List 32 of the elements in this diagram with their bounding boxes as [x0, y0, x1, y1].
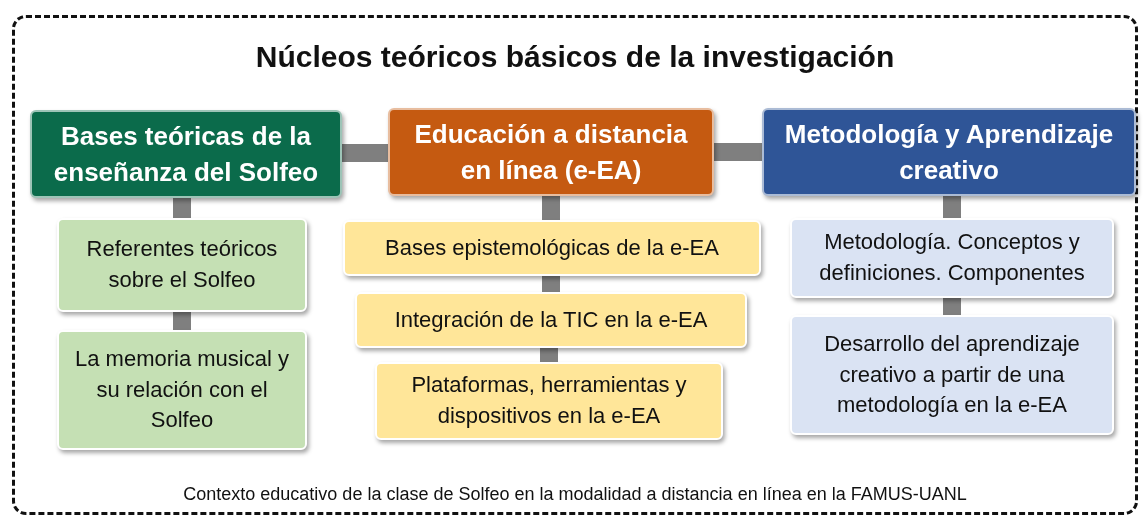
- header-box: [30, 110, 342, 198]
- connector-bar: [540, 348, 558, 362]
- connector-bar: [943, 298, 961, 315]
- box-text: Referentes teóricos sobre el Solfeo: [85, 235, 279, 294]
- connector-bar: [542, 276, 560, 292]
- context-note: Contexto educativo de la clase de Solfeo en la modalidad a distancia en línea en la FAMUS-UANL: [182, 484, 968, 505]
- dashed-frame: [12, 15, 1138, 515]
- box-text: Bases teóricas de la enseñanza del Solfeo: [52, 119, 320, 189]
- header-box: [762, 108, 1136, 196]
- box-text: Metodología y Aprendizaje creativo: [783, 117, 1115, 187]
- header-box: [388, 108, 714, 196]
- connector-bar: [714, 143, 762, 161]
- topic-box: [375, 362, 723, 440]
- box-text: Desarrollo del aprendizaje creativo a partir de una metodología en la e-EA: [823, 329, 1081, 420]
- topic-box: [790, 218, 1114, 298]
- topic-box: [355, 292, 747, 348]
- connector-bar: [943, 196, 961, 218]
- connector-bar: [342, 144, 388, 162]
- box-text: Educación a distancia en línea (e-EA): [413, 117, 689, 187]
- box-text: Plataformas, herramientas y dispositivos en la e-EA: [410, 371, 688, 430]
- topic-box: [57, 330, 307, 450]
- connector-bar: [542, 196, 560, 220]
- diagram-heading: Núcleos teóricos básicos de la investigación: [254, 40, 896, 74]
- box-text: Integración de la TIC en la e-EA: [394, 305, 708, 334]
- box-text: Metodología. Conceptos y definiciones. Componentes: [818, 228, 1086, 287]
- topic-box: [57, 218, 307, 312]
- topic-box: [343, 220, 761, 276]
- box-text: Bases epistemológicas de la e-EA: [385, 233, 719, 262]
- topic-box: [790, 315, 1114, 435]
- connector-bar: [173, 198, 191, 218]
- connector-bar: [173, 312, 191, 330]
- box-text: La memoria musical y su relación con el Solfeo: [74, 344, 290, 435]
